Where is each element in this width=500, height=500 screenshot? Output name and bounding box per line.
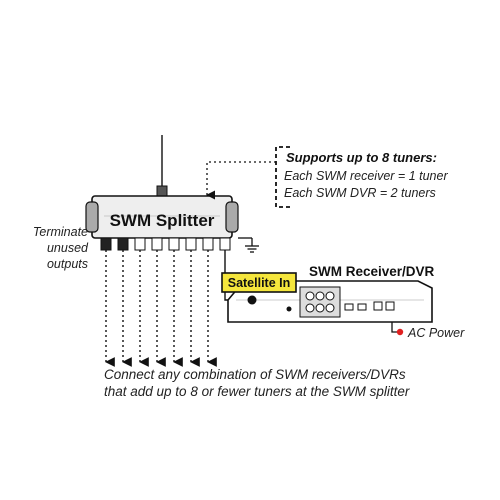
svg-text:AC Power: AC Power: [407, 326, 465, 340]
svg-text:Terminate: Terminate: [33, 225, 88, 239]
splitter-label: SWM Splitter: [110, 211, 215, 230]
receiver-title: SWM Receiver/DVR: [309, 264, 435, 279]
svg-text:Connect any combination of SWM: Connect any combination of SWM receivers…: [104, 367, 406, 382]
supports-title: Supports up to 8 tuners:: [286, 150, 437, 165]
receiver-rule: Each SWM receiver = 1 tuner: [284, 169, 448, 183]
power-dot: [396, 328, 404, 336]
satellite-in-label: Satellite In: [221, 272, 297, 293]
swm-splitter: SWM Splitter: [85, 195, 239, 239]
ac-power: AC Power: [391, 322, 465, 340]
ground-icon: [238, 237, 259, 253]
svg-text:unused: unused: [47, 241, 89, 255]
output-connectors: [100, 237, 231, 251]
svg-text:outputs: outputs: [47, 257, 88, 271]
terminate-label: Terminate unused outputs: [33, 225, 89, 271]
svg-text:that add up to 8 or fewer tune: that add up to 8 or fewer tuners at the …: [104, 384, 410, 399]
antenna-icon: [156, 135, 168, 197]
satellite-in-port: [247, 295, 257, 305]
dvr-rule: Each SWM DVR = 2 tuners: [284, 186, 436, 200]
svg-text:Satellite In: Satellite In: [228, 276, 291, 290]
output-arrows: [105, 250, 217, 367]
caption: Connect any combination of SWM receivers…: [104, 367, 410, 399]
supports-callout: Supports up to 8 tuners: Each SWM receiv…: [206, 146, 448, 208]
